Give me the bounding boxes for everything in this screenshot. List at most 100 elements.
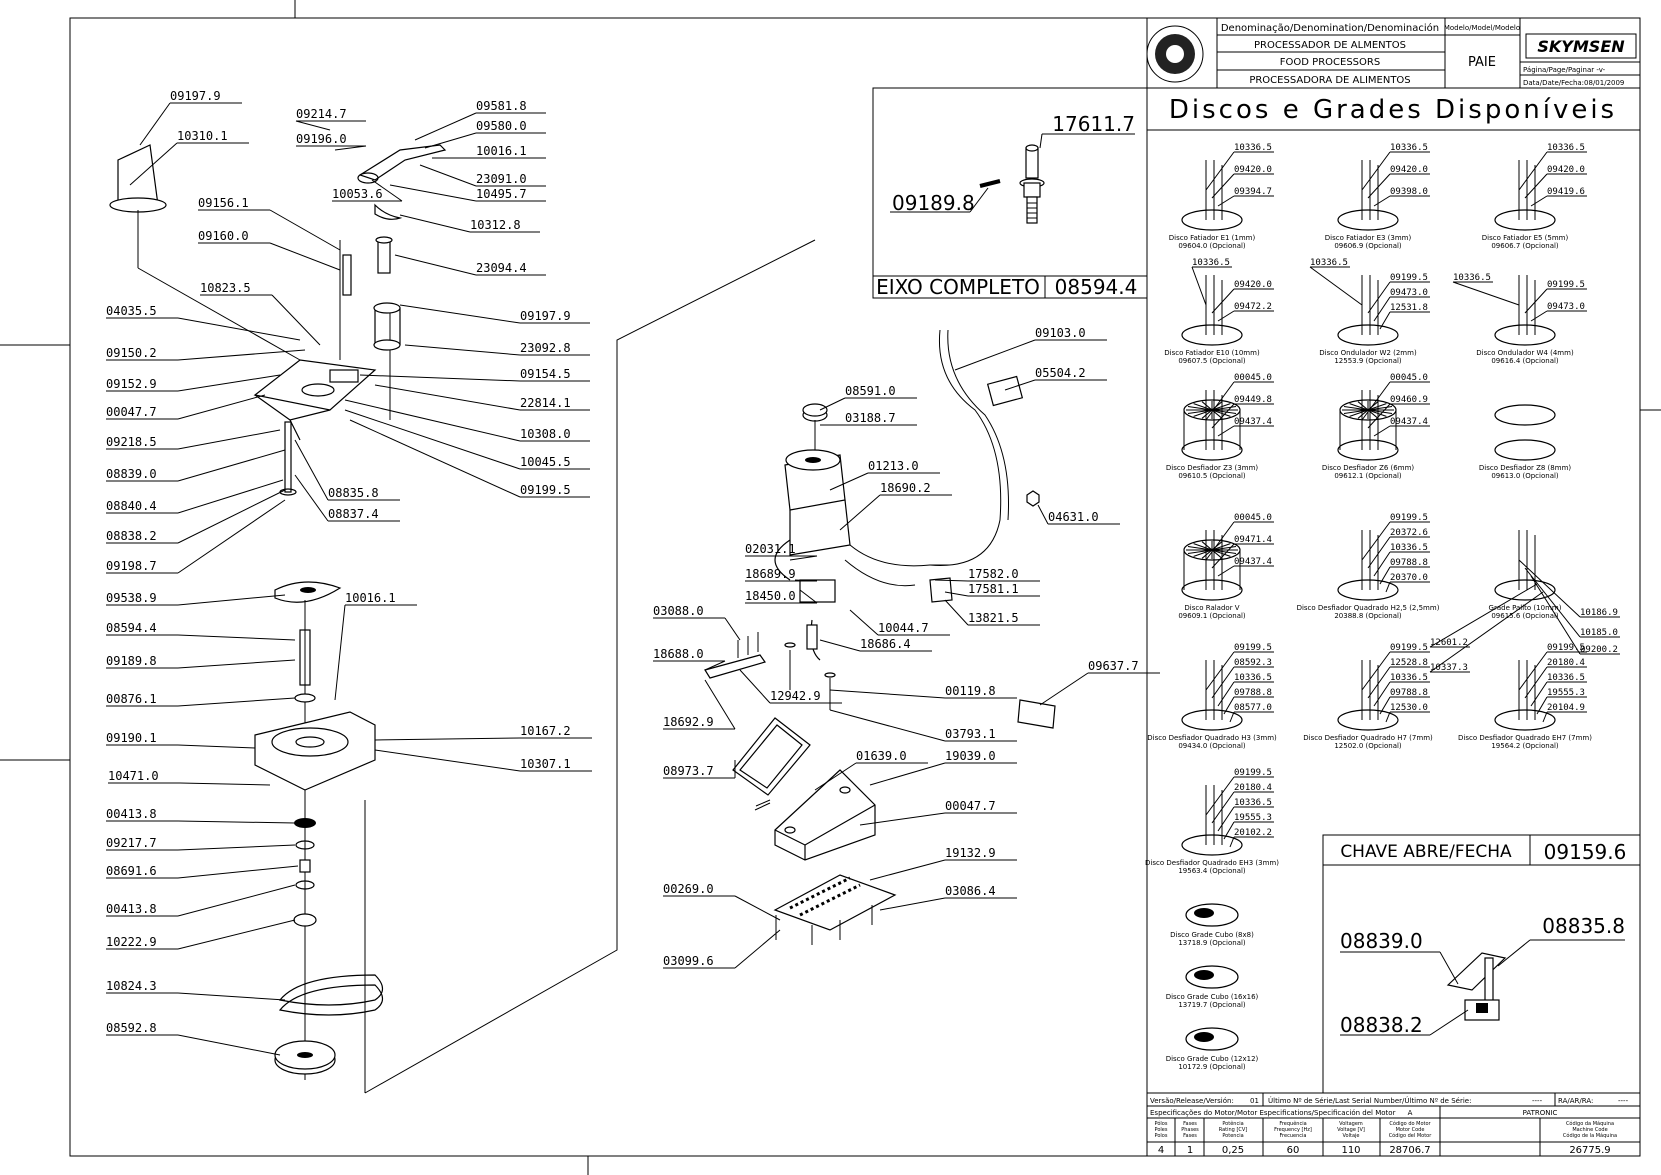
part-callout: 08837.4: [294, 474, 400, 522]
part-number-label: 08594.4: [106, 621, 157, 635]
disc-name: Disco Ondulador W4 (4mm): [1476, 349, 1574, 357]
footer-column-header: Polos: [1155, 1133, 1168, 1139]
footer-column-header: Potência: [1222, 1120, 1243, 1127]
left-assembly-drawing: [109, 144, 816, 1094]
disc-part-label: 10336.5: [1234, 798, 1272, 808]
chave-title: CHAVE ABRE/FECHA: [1340, 842, 1512, 862]
part-callout: 08840.4: [106, 479, 284, 514]
part-number-label: 04035.5: [106, 304, 157, 318]
part-number-label: 05504.2: [1035, 366, 1086, 380]
disc-icon: [1337, 209, 1399, 231]
disc-code: 09616.4 (Opcional): [1491, 357, 1559, 365]
version-label: Versão/Release/Versión:: [1150, 1097, 1234, 1105]
part-number-label: 09189.8: [106, 654, 157, 668]
disc-code: 09610.5 (Opcional): [1178, 472, 1246, 480]
disc-code: 19564.2 (Opcional): [1491, 742, 1559, 750]
disc-item: Disco Desfiador Quadrado EH7 (7mm)19564.…: [1458, 643, 1592, 750]
shaft-drawing: [890, 133, 1135, 224]
disc-code: 09612.1 (Opcional): [1334, 472, 1402, 480]
disc-part-label: 12601.2: [1430, 638, 1468, 648]
disc-icon: [1181, 709, 1243, 731]
part-number-label: 03793.1: [945, 727, 996, 741]
part-callout: 09154.5: [359, 367, 590, 382]
part-number-label: 10312.8: [470, 218, 521, 232]
part-callout: 08691.6: [106, 864, 299, 879]
part-number-label: 09580.0: [476, 119, 527, 133]
part-callout: 03088.0: [653, 604, 741, 641]
model-name: PAIE: [1468, 55, 1496, 70]
footer-column-header: Pólos: [1155, 1120, 1168, 1127]
disc-part-label: 09473.0: [1547, 302, 1585, 312]
disc-item: Disco Desfiador Z3 (3mm)09610.5 (Opciona…: [1166, 373, 1274, 480]
discos-panel: Discos e Grades Disponíveis: [1146, 88, 1640, 1093]
part-callout: 01639.0: [814, 749, 928, 791]
part-callout: 09150.2: [106, 346, 306, 361]
part-number-label: 08837.4: [328, 507, 379, 521]
disc-code: 13718.9 (Opcional): [1178, 939, 1246, 947]
part-number-label: 18686.4: [860, 637, 911, 651]
disc-item: Disco Desfiador Quadrado H2,5 (2,5mm)203…: [1297, 513, 1440, 620]
part-callout: 09218.5: [106, 429, 281, 450]
part-number-label: 17581.1: [968, 582, 1019, 596]
disc-code: 09609.1 (Opcional): [1178, 612, 1246, 620]
disc-part-label: 00045.0: [1390, 373, 1428, 383]
footer-column-header: Voltage [V]: [1337, 1127, 1365, 1133]
part-number-label: 00269.0: [663, 882, 714, 896]
eixo-part-label: 09189.8: [892, 191, 975, 215]
disc-part-label: 12530.0: [1390, 703, 1428, 713]
disc-name: Disco Desfiador Quadrado H3 (3mm): [1147, 734, 1277, 742]
eixo-completo-box: EIXO COMPLETO 08594.4 17611.7 09189.8: [872, 87, 1148, 299]
part-callout: 09199.5: [349, 419, 590, 498]
disc-part-label: 09473.0: [1390, 288, 1428, 298]
part-callout: 09217.7: [106, 836, 296, 851]
footer-table: Versão/Release/Versión: 01 Último Nº de …: [1146, 1092, 1641, 1157]
part-callout: 09196.0: [296, 132, 367, 151]
part-number-label: 08592.8: [106, 1021, 157, 1035]
part-number-label: 10495.7: [476, 187, 527, 201]
part-number-label: 08839.0: [106, 467, 157, 481]
patron-label: PATRONIC: [1523, 1109, 1558, 1117]
part-callout: 18690.2: [839, 481, 952, 531]
part-number-label: 18450.0: [745, 589, 796, 603]
disc-part-label: 00045.0: [1234, 513, 1272, 523]
disc-part-label: 10336.5: [1310, 258, 1348, 268]
eixo-code: 08594.4: [1055, 275, 1138, 299]
part-callout: 18686.4: [819, 637, 932, 652]
disc-item: Grade Palito (10mm)09615.6 (Opcional)101…: [1429, 530, 1620, 673]
part-number-label: 02031.1: [745, 542, 796, 556]
disc-icon: [1494, 709, 1556, 731]
footer-column-header: Potencia: [1222, 1133, 1243, 1139]
part-number-label: 00047.7: [106, 405, 157, 419]
part-callout: 18689.9: [745, 567, 818, 582]
part-callout: 00119.8: [829, 684, 1017, 699]
disc-code: 19563.4 (Opcional): [1178, 867, 1246, 875]
part-callout: 10823.5: [200, 281, 321, 346]
part-number-label: 09198.7: [106, 559, 157, 573]
title-name-es: PROCESSADORA DE ALIMENTOS: [1249, 75, 1410, 86]
chave-code: 09159.6: [1544, 840, 1627, 864]
disc-code: 12553.9 (Opcional): [1334, 357, 1402, 365]
part-number-label: 09103.0: [1035, 326, 1086, 340]
part-number-label: 18689.9: [745, 567, 796, 581]
disc-part-label: 09437.4: [1234, 557, 1272, 567]
part-callouts: 09197.910310.109156.109160.010823.504035…: [106, 89, 1160, 1056]
disc-name: Disco Fatiador E3 (3mm): [1325, 234, 1412, 242]
part-number-label: 01213.0: [868, 459, 919, 473]
disc-part-label: 12528.8: [1390, 658, 1428, 668]
part-number-label: 08840.4: [106, 499, 157, 513]
part-number-label: 09190.1: [106, 731, 157, 745]
disc-part-label: 09437.4: [1234, 417, 1272, 427]
part-number-label: 09156.1: [198, 196, 249, 210]
part-number-label: 09196.0: [296, 132, 347, 146]
part-callout: 18692.9: [663, 679, 736, 730]
part-number-label: 10308.0: [520, 427, 571, 441]
disc-name: Disco Desfiador Z8 (8mm): [1479, 464, 1572, 472]
part-callout: 23094.4: [394, 254, 546, 276]
disc-part-label: 09394.7: [1234, 187, 1272, 197]
disc-part-label: 09199.5: [1234, 643, 1272, 653]
disc-icon: [1494, 439, 1556, 461]
part-number-label: 00413.8: [106, 807, 157, 821]
disc-item: Disco Fatiador E5 (5mm)09606.7 (Opcional…: [1482, 143, 1587, 250]
part-number-label: 10045.5: [520, 455, 571, 469]
disc-item: Disco Desfiador Quadrado EH3 (3mm)19563.…: [1145, 768, 1279, 875]
